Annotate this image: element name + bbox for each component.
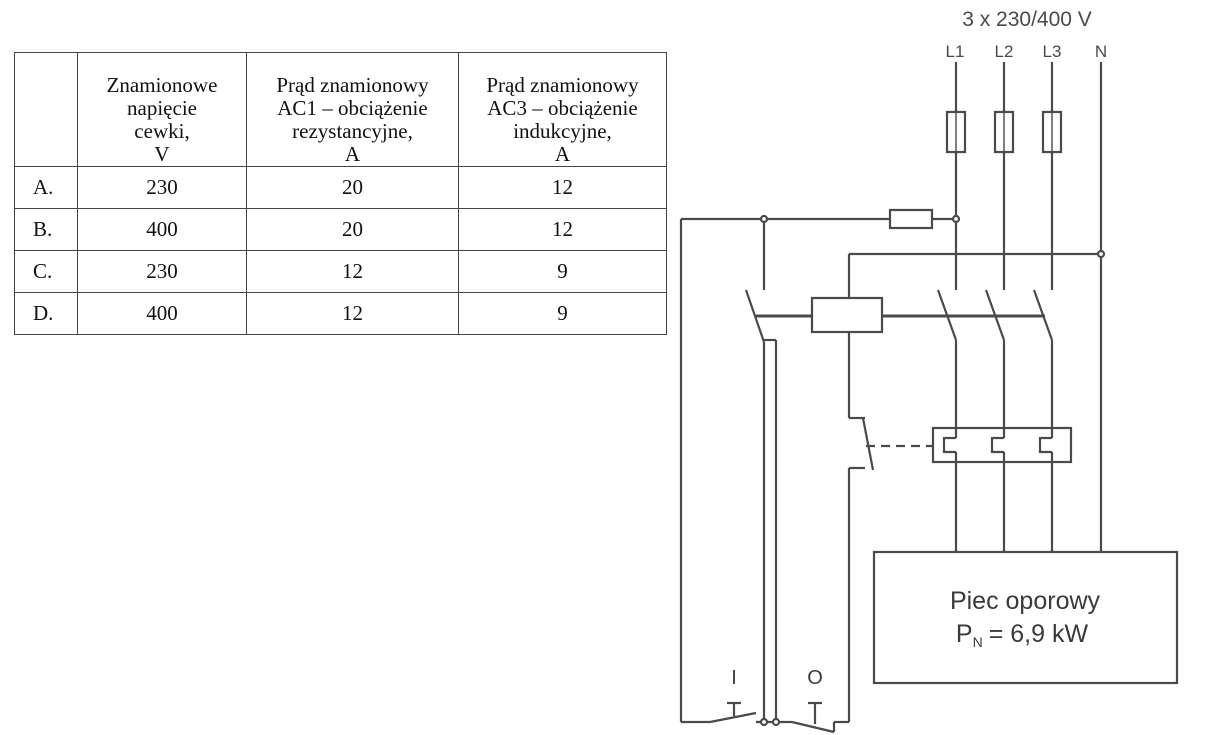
- stop-button-label: O: [807, 667, 823, 689]
- table-row: C. 230 12 9: [14, 250, 667, 293]
- header-text: Prąd znamionowy: [486, 73, 639, 97]
- ac3-current-cell: 9: [458, 292, 667, 335]
- table-row: B. 400 20 12: [14, 208, 667, 251]
- table-row: D. 400 12 9: [14, 292, 667, 335]
- terminal-label-l1: L1: [946, 42, 965, 61]
- ac1-current-cell: 20: [246, 166, 459, 209]
- load-name: Piec oporowy: [950, 587, 1101, 615]
- table-row: A. 230 20 12: [14, 166, 667, 209]
- stop-pushbutton: [791, 701, 849, 734]
- header-cell-option: [14, 52, 78, 167]
- ac1-current-cell: 12: [246, 292, 459, 335]
- header-cell-ac3-current: Prąd znamionowy AC3 – obciążenie indukcy…: [458, 52, 667, 167]
- supply-wires-top: [954, 62, 1054, 112]
- auxiliary-holding-contact: [744, 289, 776, 343]
- table-header-row: Znamionowe napięcie cewki, V Prąd znamio…: [14, 52, 667, 167]
- header-text: Znamionowe: [106, 73, 218, 97]
- thermal-overload-relay: [931, 426, 1073, 464]
- header-text: A: [344, 142, 361, 166]
- header-text: Prąd znamionowy: [276, 73, 429, 97]
- ac1-current-cell: 20: [246, 208, 459, 251]
- option-label: C.: [14, 250, 78, 293]
- header-text: napięcie: [127, 96, 197, 120]
- options-table: Znamionowe napięcie cewki, V Prąd znamio…: [14, 52, 667, 335]
- load-wires-lower: [954, 452, 1054, 552]
- control-circuit-wires: [679, 217, 1101, 724]
- supply-wires-middle: [954, 152, 1054, 290]
- supply-voltage-label: 3 x 230/400 V: [962, 8, 1092, 31]
- terminal-label-n: N: [1095, 42, 1107, 61]
- start-button-label: I: [731, 667, 737, 689]
- header-text: AC3 – obciążenie: [487, 96, 638, 120]
- load-wires-upper: [954, 340, 1054, 438]
- main-fuses: [945, 110, 1063, 154]
- header-text: cewki,: [134, 119, 190, 143]
- ac3-current-cell: 12: [458, 208, 667, 251]
- contactor-coil: [810, 296, 884, 334]
- option-label: B.: [14, 208, 78, 251]
- control-fuse: [888, 208, 934, 230]
- coil-voltage-cell: 230: [77, 166, 247, 209]
- header-text: A: [554, 142, 571, 166]
- start-pushbutton: [709, 701, 757, 724]
- resistance-furnace: [872, 550, 1179, 685]
- header-text: AC1 – obciążenie: [277, 96, 428, 120]
- header-text: rezystancyjne,: [292, 119, 413, 143]
- coil-voltage-cell: 400: [77, 292, 247, 335]
- junction-dots: [759, 214, 1106, 727]
- overload-nc-contact: [849, 416, 933, 471]
- header-cell-ac1-current: Prąd znamionowy AC1 – obciążenie rezysta…: [246, 52, 459, 167]
- terminal-label-l2: L2: [995, 42, 1014, 61]
- header-text: V: [154, 142, 170, 166]
- header-text: indukcyjne,: [513, 119, 612, 143]
- load-power: PN= 6,9 kW: [956, 620, 1089, 650]
- main-contacts: [936, 289, 1054, 341]
- terminal-label-l3: L3: [1043, 42, 1062, 61]
